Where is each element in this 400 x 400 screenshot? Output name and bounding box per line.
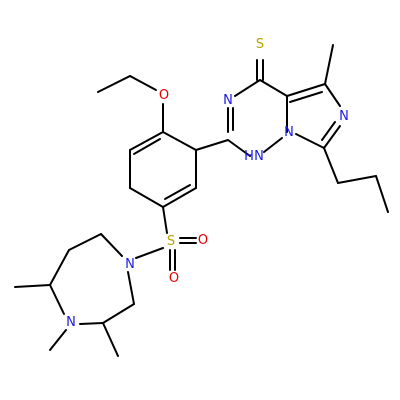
triazine-ring — [227, 79, 288, 157]
propyl-chain — [323, 147, 389, 213]
imidazole-n-label: N — [339, 109, 349, 124]
imidazole-ring — [286, 83, 341, 149]
thione-sulfur-label: S — [256, 37, 264, 52]
ring-amine-n-label: N — [125, 257, 135, 272]
sulfonyl-sulfur-label: S — [167, 234, 175, 249]
diazepane-methyls — [14, 284, 119, 357]
triazine-phenyl-bond — [195, 139, 229, 151]
ethoxy-group — [97, 75, 164, 133]
bridge-n-label: N — [284, 125, 294, 140]
imidazole-methyl-bond — [324, 44, 334, 85]
sulfonyl-oxygen-down-label: O — [169, 271, 179, 286]
ether-oxygen-label: O — [159, 88, 169, 103]
benzene-ring — [129, 131, 197, 208]
diazepane-ring — [49, 233, 135, 325]
sulfonyl-group — [135, 206, 197, 271]
nh-n-label: N — [254, 149, 264, 164]
sulfonyl-oxygen-right-label: O — [198, 233, 208, 248]
thione-double-bond — [256, 59, 264, 81]
triazine-n-upper-label: N — [223, 93, 233, 108]
methyl-amine-n-label: N — [66, 315, 76, 330]
nh-h-label: H — [244, 149, 254, 164]
